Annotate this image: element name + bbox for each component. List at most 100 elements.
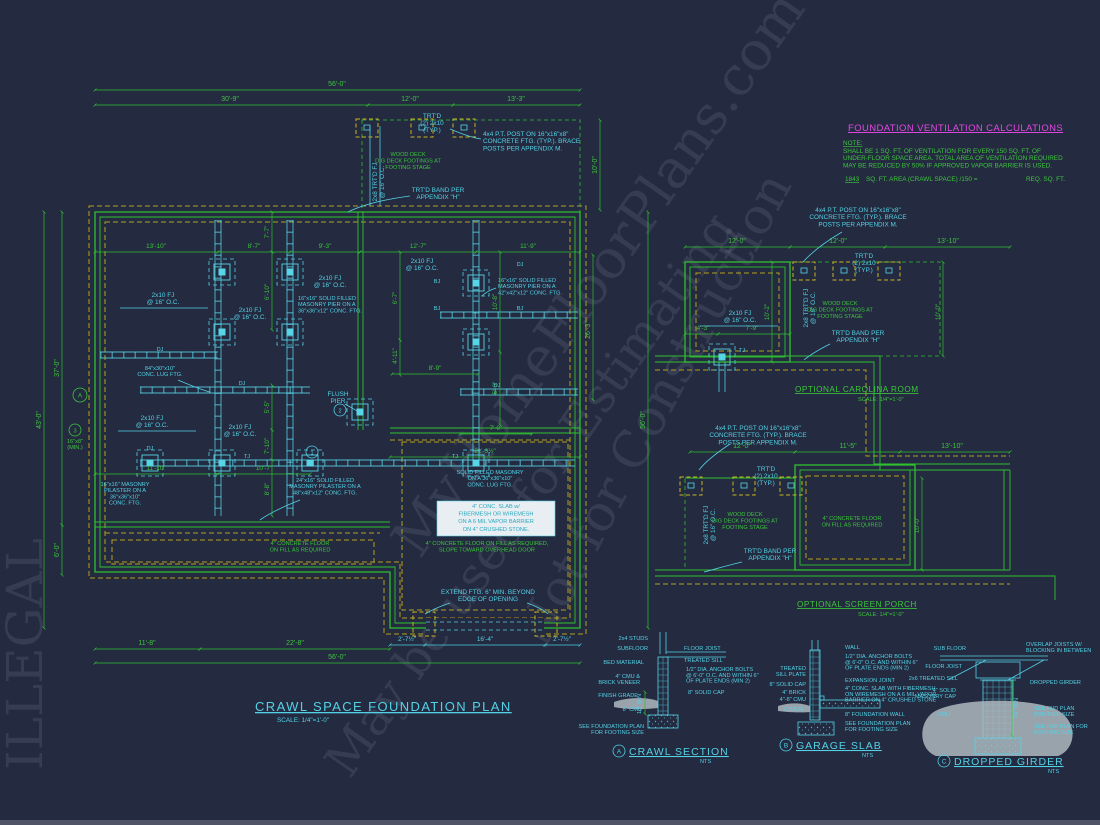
detail-title-girder: DROPPED GIRDER	[954, 756, 1064, 768]
note-treated-band-typ: TRT'D(2) 2x10(TYP.)	[420, 113, 444, 134]
dim-label: 11'-10"	[146, 465, 165, 472]
joist-tag-bj: BJ	[434, 279, 441, 285]
note-floor-joist: 2x10 FJ@ 16" O.C.	[224, 424, 257, 438]
dim-label: 11'-5"	[839, 443, 857, 450]
keynote-2	[333, 403, 347, 417]
crawl-section-labels: 2x4 STUDS SUBFLOOR BED MATERIAL 4" CMU &…	[579, 636, 759, 736]
foundation-walls	[88, 205, 587, 637]
dim-label: 21'-3½"	[474, 447, 496, 455]
grid-marker-a-label: A	[78, 393, 83, 400]
girder-strips	[100, 220, 578, 516]
garage-slab-labels: WALL 1/2" DIA. ANCHOR BOLTS@ 6'-0" O.C. …	[770, 645, 937, 733]
detail-title-crawl: CRAWL SECTION	[629, 746, 729, 758]
dim-label: 12'-0"	[829, 238, 847, 245]
porch-scale: SCALE: 1/4"=1'-0"	[858, 612, 904, 618]
dim-label: 7'-7"	[264, 226, 271, 239]
note-treated-band-typ: TRT'D(2) 2x10(TYP.)	[754, 466, 778, 487]
keynote-3	[68, 423, 82, 437]
label-brick: 4" BRICK	[782, 690, 806, 696]
carolina-walls	[655, 261, 1010, 471]
dim-label: 26'-3"	[585, 321, 592, 339]
note-floor-joist: 2x10 FJ@ 16" O.C.	[406, 258, 439, 272]
dim-label: 13'-10"	[937, 238, 959, 245]
label-anchor-bolts: 1/2" DIA. ANCHOR BOLTS@ 6'-0" O.C. AND W…	[686, 667, 759, 685]
porch-title-text: OPTIONAL SCREEN PORCH	[797, 600, 917, 609]
main-foundation-plan: 56'-0" 30'-9" 12'-0" 13'-3" 10'-0" 26'-3…	[36, 81, 650, 724]
dim-label: 13'-10"	[146, 243, 166, 250]
dim-label: 10'-0"	[914, 517, 921, 533]
porch-title: OPTIONAL SCREEN PORCH SCALE: 1/4"=1'-0"	[797, 600, 917, 618]
joist-tag-dj: DJ	[239, 381, 246, 387]
label-cmu: 8" CMU	[623, 707, 642, 713]
keynote-1-label: 1	[310, 451, 313, 457]
label-min-depth: 18" MIN	[637, 694, 643, 714]
deck-post	[355, 118, 379, 138]
plan-annotations: TRT'D(2) 2x10(TYP.) 4x4 P.T. POST ON 16"…	[67, 113, 580, 615]
watermark-illegal: ILLEGAL	[0, 538, 54, 770]
label-studs: 2x4 STUDS	[618, 636, 648, 642]
detail-tag-c: C	[942, 759, 947, 766]
note-floor-joist: 2x10 FJ@ 16" O.C.	[234, 307, 267, 321]
dim-label: 56'-0"	[328, 81, 346, 88]
dim-label: 56'-0"	[328, 654, 346, 661]
vent-req-label: REQ. SQ. FT.	[1026, 176, 1065, 183]
dim-label: 8'-9"	[429, 365, 442, 372]
label-overlap-joists: OVERLAP JOISTS W/BLOCKING IN BETWEEN	[1026, 642, 1091, 654]
garage-slab-drawing	[778, 640, 881, 736]
dim-label: 5'-0"	[492, 382, 499, 395]
carolina-title: OPTIONAL CAROLINA ROOM SCALE: 1/4"=1'-0"	[795, 385, 918, 403]
plan-scale: SCALE: 1/4"=1'-0"	[277, 717, 329, 724]
note-deck-post: 4x4 P.T. POST ON 16"x16"x8"CONCRETE FTG.…	[709, 425, 806, 446]
porch-walls	[655, 464, 1056, 600]
vent-area-value: 1843	[845, 176, 860, 183]
note-floor-joist: 2x10 FJ@ 16" O.C.	[314, 275, 347, 289]
note-treated-band-typ: TRT'D(2) 2x10(TYP.)	[852, 253, 876, 274]
note-deck-post: 4x4 P.T. POST ON 16"x16"x8"CONCRETE FTG.…	[483, 131, 580, 152]
slab-note-highlight-box	[436, 500, 556, 537]
label-finish-grade: FINISH GRADE	[598, 693, 638, 699]
dim-label: 6'-10"	[264, 284, 271, 300]
detail-title-garage: GARAGE SLAB	[796, 740, 882, 752]
carolina-scale: SCALE: 1/4"=1'-0"	[858, 397, 904, 403]
note-deck-joists: 2x8 TRT'D FJ@ 16" O.C.	[372, 163, 386, 202]
dim-label: 30'-9"	[221, 96, 239, 103]
crawl-section-title: A CRAWL SECTION NTS	[612, 744, 729, 765]
dim-label: 13'-3"	[507, 96, 525, 103]
dim-label: 56'-0"	[640, 411, 647, 429]
porch-dimensions: 12'-0" 11'-5" 13'-10" 10'-0"	[688, 443, 1012, 572]
dim-label: 4'-3"	[697, 325, 710, 332]
label-min-depth: 24" MIN	[1014, 698, 1020, 718]
dim-label: 7'-10"	[264, 438, 271, 454]
label-grade: GRADE	[784, 707, 804, 713]
dim-label: 6'-7"	[392, 292, 399, 305]
joist-tag-tj: TJ	[739, 348, 745, 354]
label-wall: WALL	[845, 645, 860, 651]
dimension-labels: 56'-0" 30'-9" 12'-0" 13'-3" 10'-0" 26'-3…	[36, 81, 647, 661]
detail-crawl-section: 2x4 STUDS SUBFLOOR BED MATERIAL 4" CMU &…	[579, 632, 759, 765]
wood-deck-outline	[355, 118, 581, 213]
dropped-girder-drawing	[922, 655, 1073, 756]
keynote-3-label: 3	[73, 429, 76, 435]
dim-label: 2'-7½"	[553, 635, 571, 643]
note-lug-footing: 84"x30"x10"CONC. LUG FTG.	[137, 366, 183, 378]
dim-label: 4'-11"	[392, 348, 399, 364]
vent-formula: SQ. FT. AREA (CRAWL SPACE) /150 =	[866, 176, 978, 183]
dim-label: 16'-4"	[477, 636, 493, 643]
keynote-2-label: 2	[338, 409, 341, 415]
dim-label: 11'-9"	[520, 243, 536, 250]
grid-marker-a	[72, 387, 88, 403]
